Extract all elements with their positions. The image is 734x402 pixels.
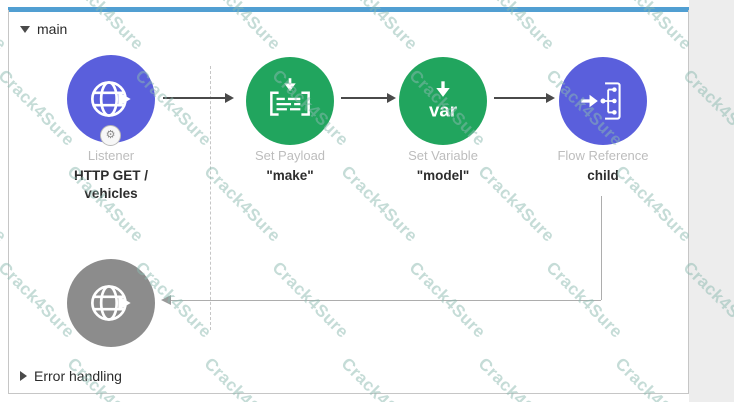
flow-header: main	[20, 21, 67, 37]
listener-response-badge[interactable]: ⚙	[100, 125, 121, 146]
connector-payload-to-variable	[341, 93, 396, 103]
payload-document-arrow-icon	[270, 78, 310, 116]
flow-reference-icon	[581, 82, 621, 120]
collapse-triangle-icon[interactable]	[20, 25, 30, 33]
flow-reference-labels: Flow Reference child	[515, 148, 691, 185]
arrowhead-icon	[225, 93, 234, 103]
listener-labels: Listener HTTP GET / vehicles	[23, 148, 199, 203]
gear-icon: ⚙	[105, 129, 116, 141]
set-payload-labels: Set Payload "make"	[202, 148, 378, 185]
flow-container[interactable]	[8, 10, 689, 394]
var-arrow-icon: var	[429, 81, 457, 121]
return-arrowhead-icon	[161, 295, 171, 305]
error-handling-label: Error handling	[34, 368, 122, 384]
set-variable-name-label: "model"	[416, 168, 470, 183]
error-handling-header: Error handling	[20, 368, 122, 384]
canvas-right-gutter	[689, 0, 734, 402]
globe-arrow-icon	[91, 81, 131, 117]
flow-reference-type-label: Flow Reference	[557, 148, 649, 163]
flow-title: main	[37, 21, 68, 37]
connector-listener-to-payload	[163, 93, 234, 103]
expand-triangle-icon[interactable]	[20, 371, 27, 381]
listener-name-line2: vehicles	[84, 186, 138, 201]
svg-text:var: var	[429, 100, 457, 121]
return-line-horizontal	[170, 300, 601, 301]
globe-arrow-icon	[91, 285, 131, 321]
http-response-node[interactable]	[67, 259, 155, 347]
source-process-separator	[210, 66, 211, 330]
listener-name-line1: HTTP GET /	[73, 168, 148, 183]
flow-selection-accent-bar	[8, 7, 689, 12]
set-payload-type-label: Set Payload	[254, 148, 326, 163]
set-variable-type-label: Set Variable	[408, 148, 478, 163]
return-line-vertical	[601, 196, 602, 300]
set-variable-labels: Set Variable "model"	[355, 148, 531, 185]
arrowhead-icon	[387, 93, 396, 103]
set-payload-name-label: "make"	[266, 168, 314, 183]
listener-name-label: HTTP GET / vehicles	[23, 167, 199, 203]
arrowhead-icon	[546, 93, 555, 103]
set-variable-node[interactable]: var	[399, 57, 487, 145]
listener-type-label: Listener	[87, 148, 135, 163]
flow-reference-node[interactable]	[559, 57, 647, 145]
flow-reference-name-label: child	[587, 168, 619, 183]
connector-variable-to-flowref	[494, 93, 555, 103]
set-payload-node[interactable]	[246, 57, 334, 145]
